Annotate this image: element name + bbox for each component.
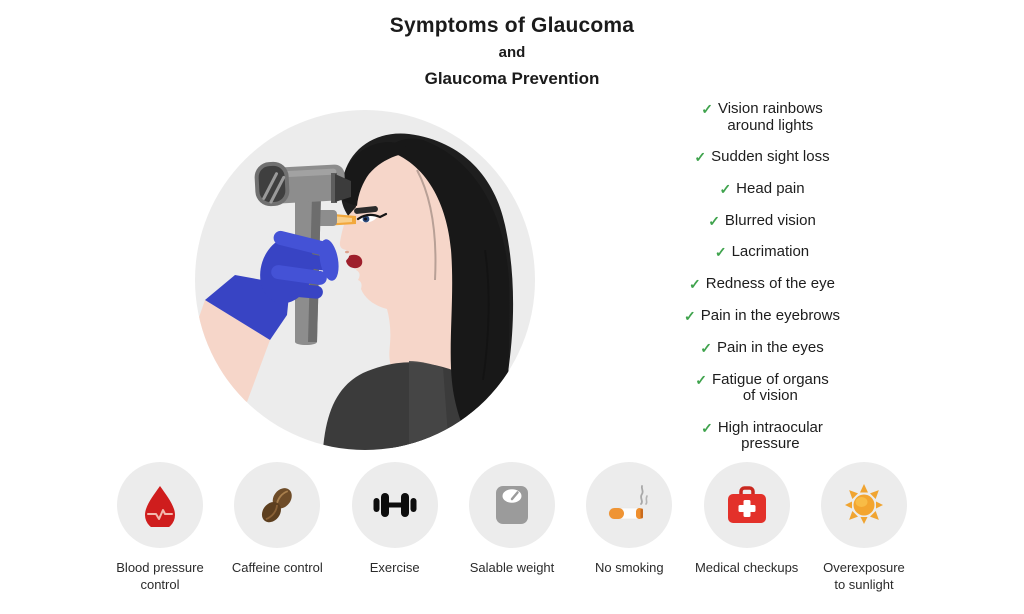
prevention-label: No smoking bbox=[594, 560, 664, 575]
glove-thumb bbox=[319, 239, 339, 281]
icon-circle bbox=[117, 462, 203, 548]
page-title: Symptoms of Glaucoma bbox=[389, 14, 635, 37]
eye-exam-illustration-svg bbox=[195, 110, 535, 450]
weight-scale-icon bbox=[495, 486, 528, 524]
symptom-label: Redness of the eye bbox=[705, 275, 835, 293]
check-icon: ✓ bbox=[695, 371, 707, 388]
check-icon: ✓ bbox=[708, 212, 720, 229]
page-subtitle: Glaucoma Prevention bbox=[424, 69, 600, 88]
dumbbell-icon bbox=[373, 493, 417, 517]
handle-shadow bbox=[308, 196, 321, 342]
icon-circle bbox=[234, 462, 321, 548]
glove-finger bbox=[273, 282, 323, 299]
check-icon: ✓ bbox=[701, 419, 713, 436]
symptom-label: Sudden sight loss bbox=[711, 148, 830, 165]
glove-finger bbox=[271, 265, 327, 285]
symptom-label: Lacrimation bbox=[731, 243, 810, 261]
prevention-label: Exercise bbox=[369, 560, 420, 575]
prevention-label: Overexposure to sunlight bbox=[823, 560, 905, 592]
check-icon: ✓ bbox=[689, 276, 701, 293]
lens-cone bbox=[335, 174, 351, 202]
symptom-item: ✓ Fatigue of organs of vision bbox=[695, 370, 829, 405]
check-icon: ✓ bbox=[701, 101, 713, 117]
check-icon: ✓ bbox=[684, 307, 696, 324]
prevention-row: Blood pressure control Caffeine control bbox=[104, 462, 920, 594]
prevention-label: Caffeine control bbox=[231, 560, 323, 575]
coffee-beans-icon bbox=[262, 488, 293, 523]
prevention-item-medical-checkups: Medical checkups bbox=[691, 462, 803, 594]
symptom-item: ✓ Sudden sight loss bbox=[694, 148, 830, 166]
symptom-item: ✓ Pain in the eyebrows bbox=[684, 306, 840, 325]
title-connector: and bbox=[498, 44, 526, 61]
symptom-item: ✓ Redness of the eye bbox=[689, 276, 835, 293]
symptom-label: Pain in the eyebrows bbox=[700, 306, 840, 324]
prevention-item-caffeine: Caffeine control bbox=[221, 462, 333, 594]
symptom-label: Pain in the eyes bbox=[716, 338, 824, 356]
clothing-fold bbox=[409, 361, 449, 450]
icon-circle bbox=[586, 462, 673, 548]
eyebrow bbox=[354, 206, 378, 214]
examiner-hand bbox=[195, 230, 339, 402]
blood-drop-icon bbox=[145, 486, 175, 527]
hair-strand-line bbox=[416, 169, 437, 281]
first-aid-kit-icon bbox=[727, 486, 766, 523]
symptom-label: Blurred vision bbox=[724, 211, 816, 229]
lips bbox=[346, 254, 363, 269]
check-icon: ✓ bbox=[694, 149, 707, 165]
icon-circle bbox=[351, 462, 438, 548]
prevention-item-sunlight: Overexposure to sunlight bbox=[808, 462, 920, 594]
symptom-item: ✓ Pain in the eyes bbox=[700, 338, 824, 357]
glove-finger bbox=[271, 247, 329, 271]
symptoms-list: ✓ Vision rainbows around lights ✓ Sudden… bbox=[652, 100, 872, 453]
hair-front bbox=[385, 138, 511, 450]
symptom-item: ✓ Vision rainbows around lights bbox=[701, 100, 823, 134]
symptom-label: Vision rainbows around lights bbox=[717, 100, 823, 134]
icon-circle bbox=[703, 462, 790, 548]
prevention-label: Salable weight bbox=[469, 560, 555, 575]
icon-circle bbox=[468, 462, 555, 548]
eye-exam-illustration bbox=[195, 110, 535, 450]
symptom-item: ✓ High intraocular pressure bbox=[701, 418, 823, 453]
hair-fringe bbox=[340, 142, 413, 206]
symptom-item: ✓ Lacrimation bbox=[715, 244, 809, 261]
eye-pupil bbox=[364, 217, 367, 221]
check-icon: ✓ bbox=[719, 180, 732, 197]
cap-grip-stripes bbox=[262, 172, 286, 204]
woman-figure bbox=[323, 133, 515, 450]
eyelash bbox=[356, 212, 388, 221]
prevention-item-weight: Salable weight bbox=[456, 462, 568, 594]
hair-strand-line bbox=[482, 249, 490, 381]
prevention-item-exercise: Exercise bbox=[339, 462, 451, 594]
title-block: Symptoms of Glaucoma and Glaucoma Preven… bbox=[0, 14, 1024, 89]
symptom-label: Fatigue of organs of vision bbox=[711, 370, 829, 405]
cigarette-icon bbox=[609, 485, 649, 520]
icon-circle bbox=[820, 462, 907, 548]
prevention-item-no-smoking: No smoking bbox=[573, 462, 685, 594]
nostril bbox=[345, 250, 349, 254]
head-highlight bbox=[276, 168, 337, 178]
prevention-label: Medical checkups bbox=[694, 560, 799, 575]
symptom-item: ✓ Head pain bbox=[719, 179, 805, 198]
symptom-item: ✓ Blurred vision bbox=[708, 211, 816, 230]
prevention-item-blood-pressure: Blood pressure control bbox=[104, 462, 216, 594]
symptom-label: Head pain bbox=[736, 179, 805, 197]
glove-finger bbox=[273, 230, 329, 256]
lens-ring bbox=[331, 173, 337, 203]
symptom-label: High intraocular pressure bbox=[717, 418, 823, 453]
sun-icon bbox=[844, 484, 883, 524]
prevention-label: Blood pressure control bbox=[116, 560, 204, 592]
check-icon: ✓ bbox=[714, 244, 727, 261]
check-icon: ✓ bbox=[700, 339, 712, 356]
